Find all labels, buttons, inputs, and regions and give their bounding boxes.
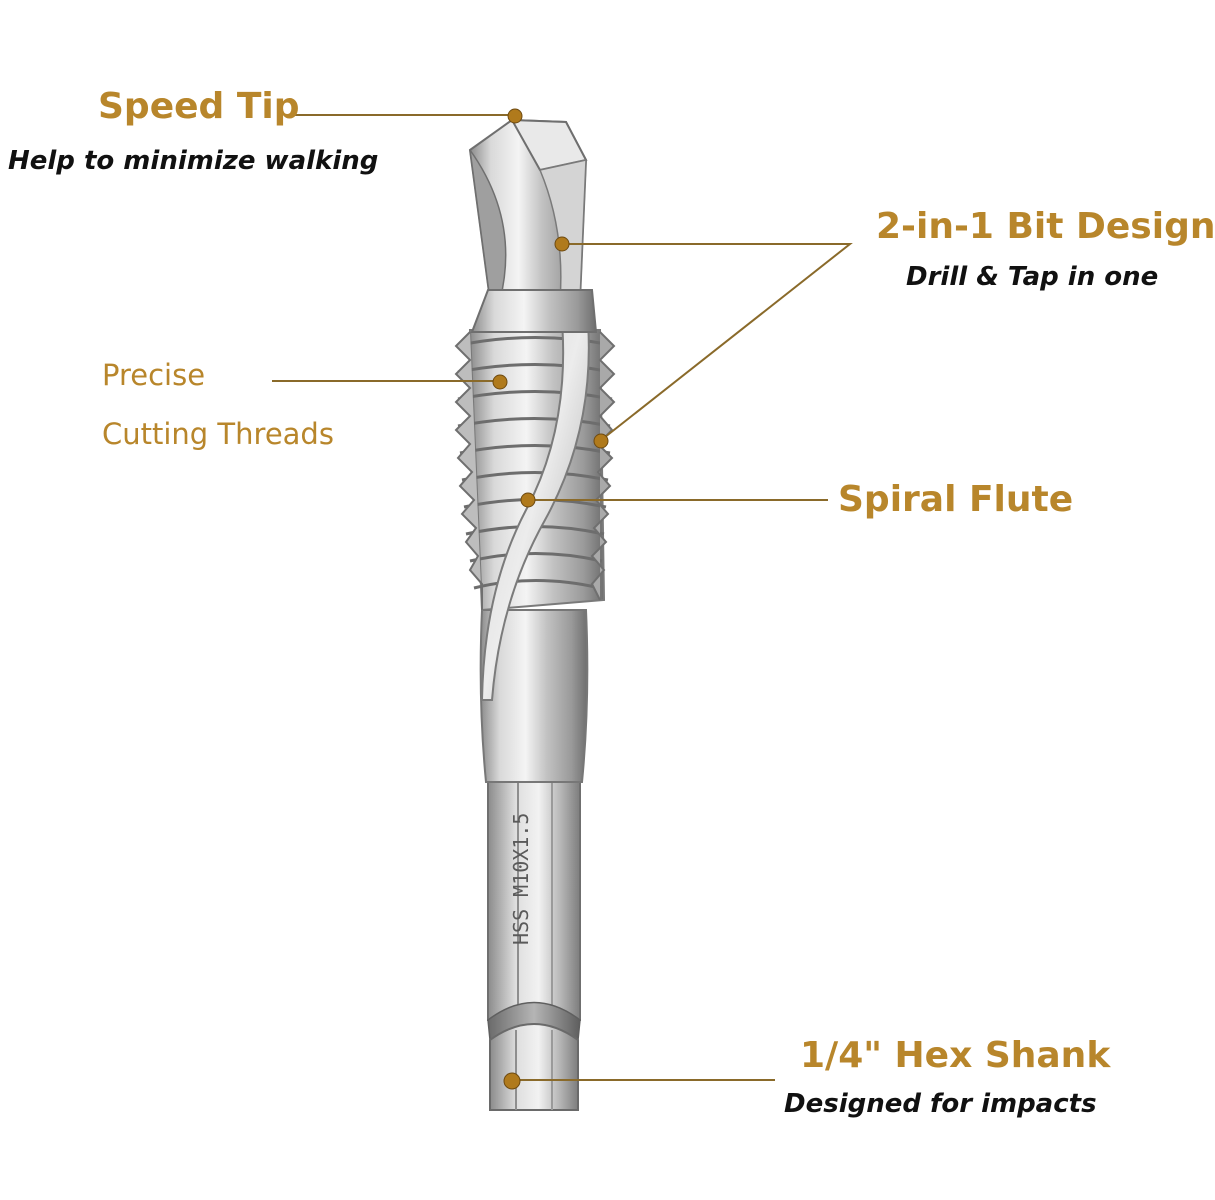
dot-bit-design-lower bbox=[593, 433, 609, 449]
dot-threads bbox=[492, 374, 508, 390]
leader-bit-design bbox=[562, 243, 853, 442]
threads-title-line1: Precise bbox=[102, 358, 206, 392]
leader-lines bbox=[272, 114, 853, 1081]
bit-marking-text: HSS M10X1.5 bbox=[509, 813, 533, 945]
drill-tip bbox=[468, 118, 598, 333]
dot-hex-shank bbox=[503, 1072, 521, 1090]
round-shank bbox=[479, 609, 589, 783]
speed-tip-subtitle: Help to minimize walking bbox=[8, 146, 379, 176]
speed-tip-title: Speed Tip bbox=[98, 86, 300, 127]
hex-shank: HSS M10X1.5 bbox=[487, 779, 581, 1111]
threads-title-line2: Cutting Threads bbox=[102, 417, 334, 451]
bit-design-subtitle: Drill & Tap in one bbox=[906, 262, 1159, 292]
callout-dots bbox=[492, 108, 609, 1090]
bit-design-title: 2-in-1 Bit Design bbox=[876, 206, 1215, 247]
spiral-flute-title: Spiral Flute bbox=[838, 479, 1074, 520]
dot-bit-design-upper bbox=[554, 236, 570, 252]
hex-shank-subtitle: Designed for impacts bbox=[784, 1089, 1097, 1119]
dot-spiral-flute bbox=[520, 492, 536, 508]
hex-shank-title: 1/4" Hex Shank bbox=[800, 1035, 1111, 1076]
dot-speed-tip bbox=[507, 108, 523, 124]
